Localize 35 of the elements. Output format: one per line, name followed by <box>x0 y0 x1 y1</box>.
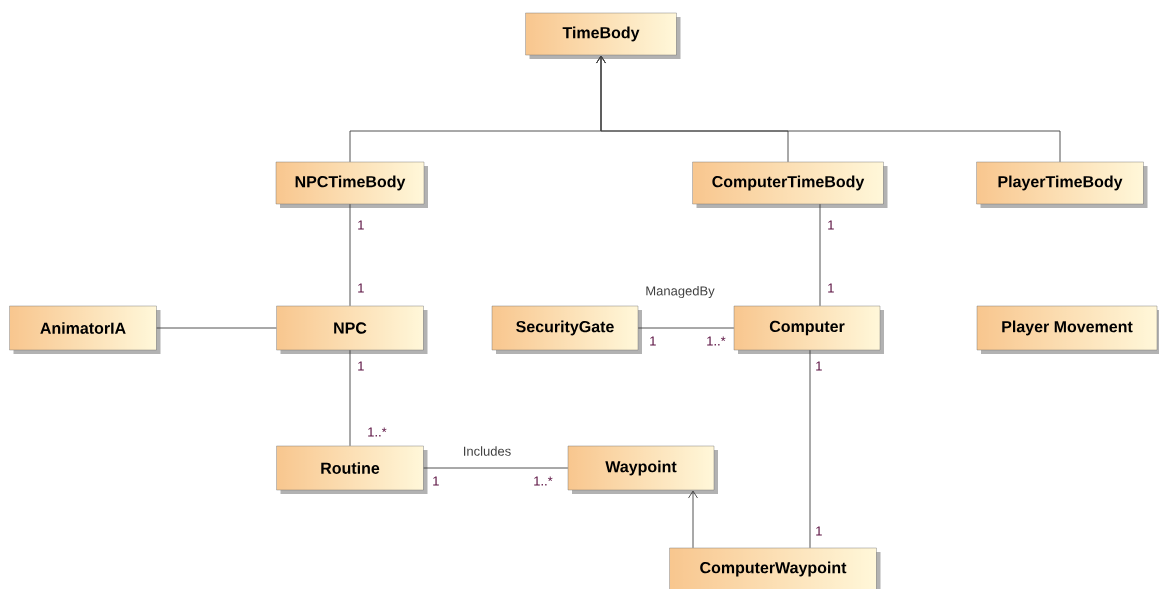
class-box: Routine <box>276 445 428 494</box>
association-line <box>688 490 698 549</box>
multiplicity: 1 <box>828 220 834 230</box>
association-line <box>349 349 351 447</box>
multiplicity: 1..* <box>368 427 387 437</box>
multiplicity: 1 <box>828 283 834 293</box>
multiplicity: 1 <box>358 283 364 293</box>
multiplicity: 1 <box>433 476 439 486</box>
class-box: TimeBody <box>525 12 681 59</box>
class-box: ComputerWaypoint <box>669 547 881 589</box>
class-box: SecurityGate <box>491 305 642 354</box>
association-line <box>596 55 1061 163</box>
edge-label: ManagedBy <box>644 284 716 300</box>
class-box: NPC <box>276 305 428 354</box>
multiplicity: 1 <box>358 361 364 371</box>
association-line <box>349 203 351 307</box>
multiplicity: 1..* <box>534 476 553 486</box>
class-box: Player Movement <box>976 305 1159 354</box>
class-box: Computer <box>733 305 884 354</box>
association-line <box>156 327 277 329</box>
association-line <box>423 467 569 469</box>
multiplicity: 1 <box>358 220 364 230</box>
edge-label: Includes <box>461 445 513 457</box>
multiplicity: 1 <box>650 336 656 346</box>
multiplicity: 1 <box>816 526 822 536</box>
association-line <box>637 327 735 329</box>
class-box: PlayerTimeBody <box>976 161 1148 208</box>
class-box: NPCTimeBody <box>275 161 428 208</box>
multiplicity: 1 <box>816 361 822 371</box>
class-box: AnimatorIA <box>9 305 161 354</box>
association-line <box>809 349 811 549</box>
class-box: ComputerTimeBody <box>692 161 888 208</box>
class-box: Waypoint <box>567 445 718 494</box>
association-line <box>819 203 821 307</box>
multiplicity: 1..* <box>707 336 726 346</box>
